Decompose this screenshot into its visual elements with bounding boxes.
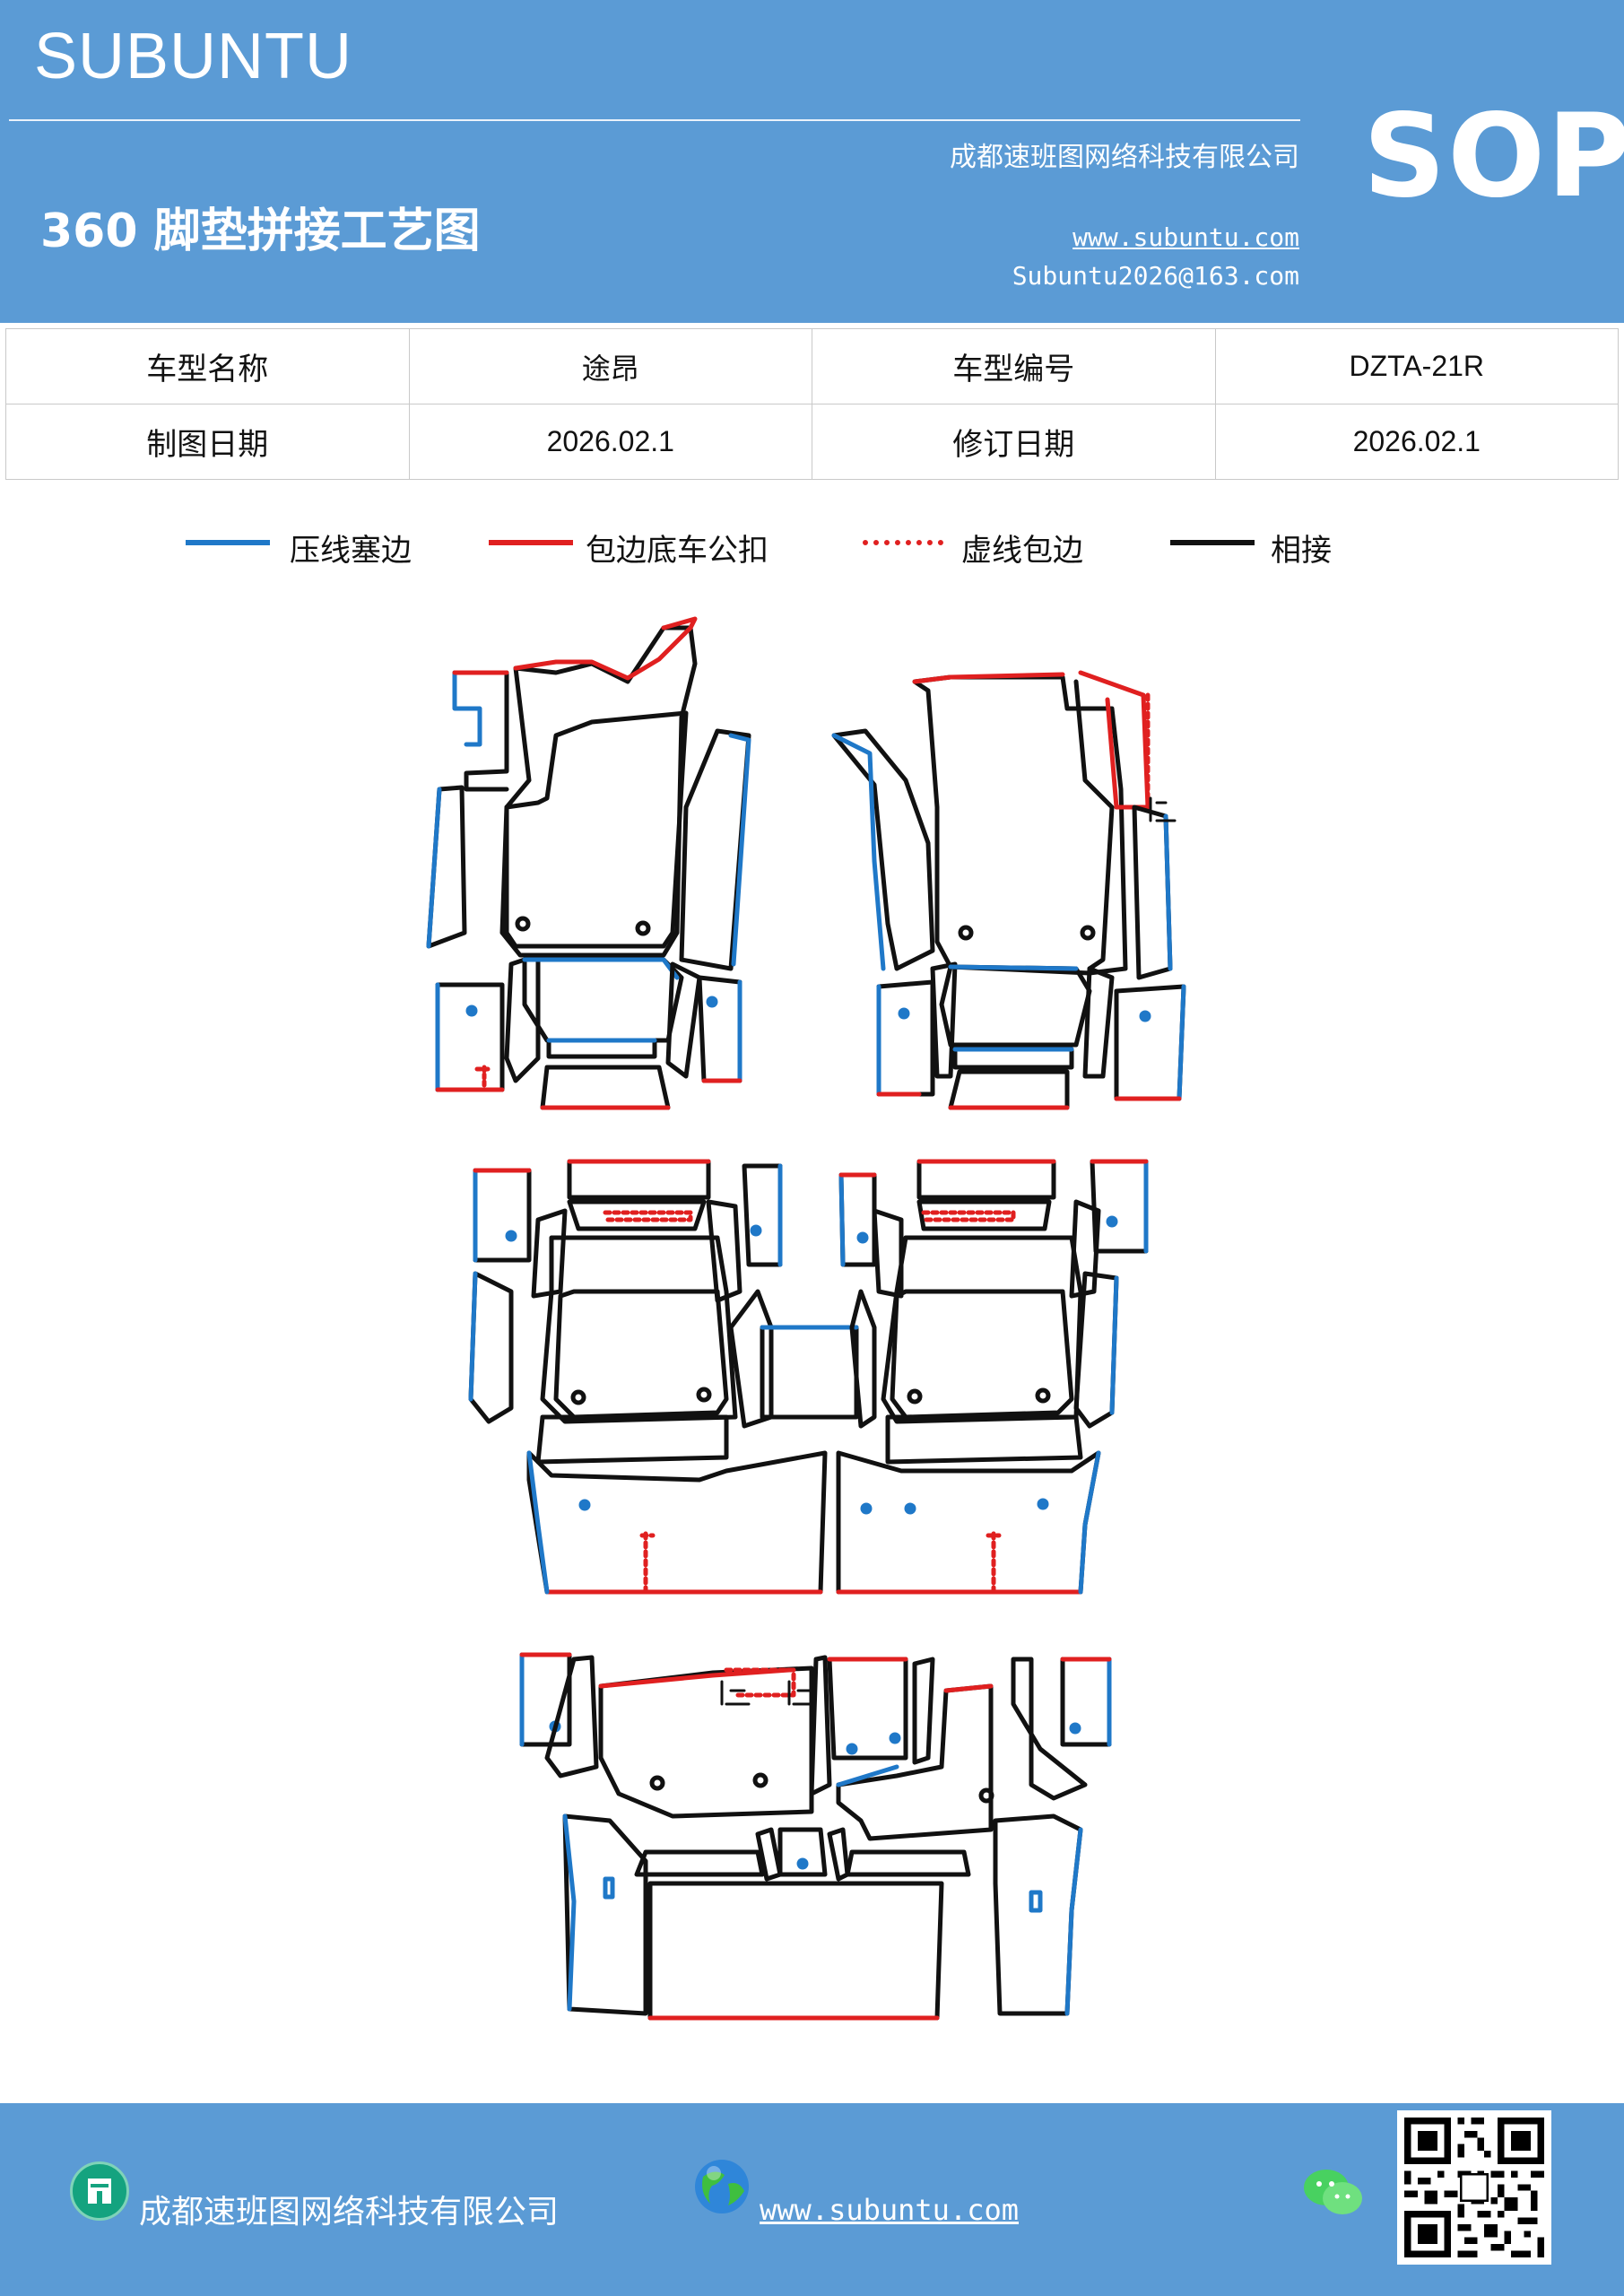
blue-line-swatch xyxy=(186,540,270,545)
footer-banner: 成都速班图网络科技有限公司 www.subuntu.com xyxy=(0,2103,1624,2296)
header-banner: SUBUNTU 成都速班图网络科技有限公司 360 脚垫拼接工艺图 www.su… xyxy=(0,0,1624,323)
red-dotted-swatch xyxy=(863,540,943,545)
legend-label: 压线塞边 xyxy=(290,533,412,569)
globe-icon xyxy=(695,2160,749,2213)
label-cell: 车型编号 xyxy=(812,328,1216,404)
building-icon xyxy=(70,2161,129,2221)
legend-label: 虚线包边 xyxy=(961,533,1083,569)
value-cell: DZTA-21R xyxy=(1214,328,1619,404)
front-right-mat-group xyxy=(831,670,1186,1110)
floor-mat-diagram xyxy=(426,616,1186,2021)
document-title: 360 脚垫拼接工艺图 xyxy=(40,204,481,258)
footer-website-link[interactable]: www.subuntu.com xyxy=(760,2193,1019,2227)
vehicle-info-table: 车型名称 途昂 车型编号 DZTA-21R 制图日期 2026.02.1 修订日… xyxy=(5,328,1619,480)
front-left-mat-group xyxy=(426,616,751,1110)
wechat-icon[interactable] xyxy=(1302,2166,1365,2218)
legend-label: 包边底车公扣 xyxy=(586,533,769,569)
header-email: Subuntu2026@163.com xyxy=(1012,261,1299,291)
footer-company: 成都速班图网络科技有限公司 xyxy=(139,2194,560,2231)
line-legend: 压线塞边 包边底车公扣 虚线包边 相接 xyxy=(0,520,1624,574)
label-cell: 车型名称 xyxy=(5,328,410,404)
sop-badge: SOP xyxy=(1363,90,1624,223)
header-divider xyxy=(9,119,1300,121)
third-row-mat-group xyxy=(519,1652,1112,2021)
red-line-swatch xyxy=(489,540,573,545)
header-website-link[interactable]: www.subuntu.com xyxy=(1073,222,1299,252)
black-line-swatch xyxy=(1170,540,1255,545)
legend-label: 相接 xyxy=(1271,533,1332,569)
label-cell: 制图日期 xyxy=(5,404,410,480)
second-row-mat-group xyxy=(468,1159,1149,1595)
table-row: 制图日期 2026.02.1 修订日期 2026.02.1 xyxy=(5,404,1619,480)
brand-name: SUBUNTU xyxy=(34,21,353,92)
qr-code[interactable] xyxy=(1397,2110,1551,2265)
header-company: 成都速班图网络科技有限公司 xyxy=(950,142,1299,173)
value-cell: 2026.02.1 xyxy=(408,404,812,480)
value-cell: 2026.02.1 xyxy=(1214,404,1619,480)
label-cell: 修订日期 xyxy=(812,404,1216,480)
value-cell: 途昂 xyxy=(408,328,812,404)
table-row: 车型名称 途昂 车型编号 DZTA-21R xyxy=(5,328,1619,404)
